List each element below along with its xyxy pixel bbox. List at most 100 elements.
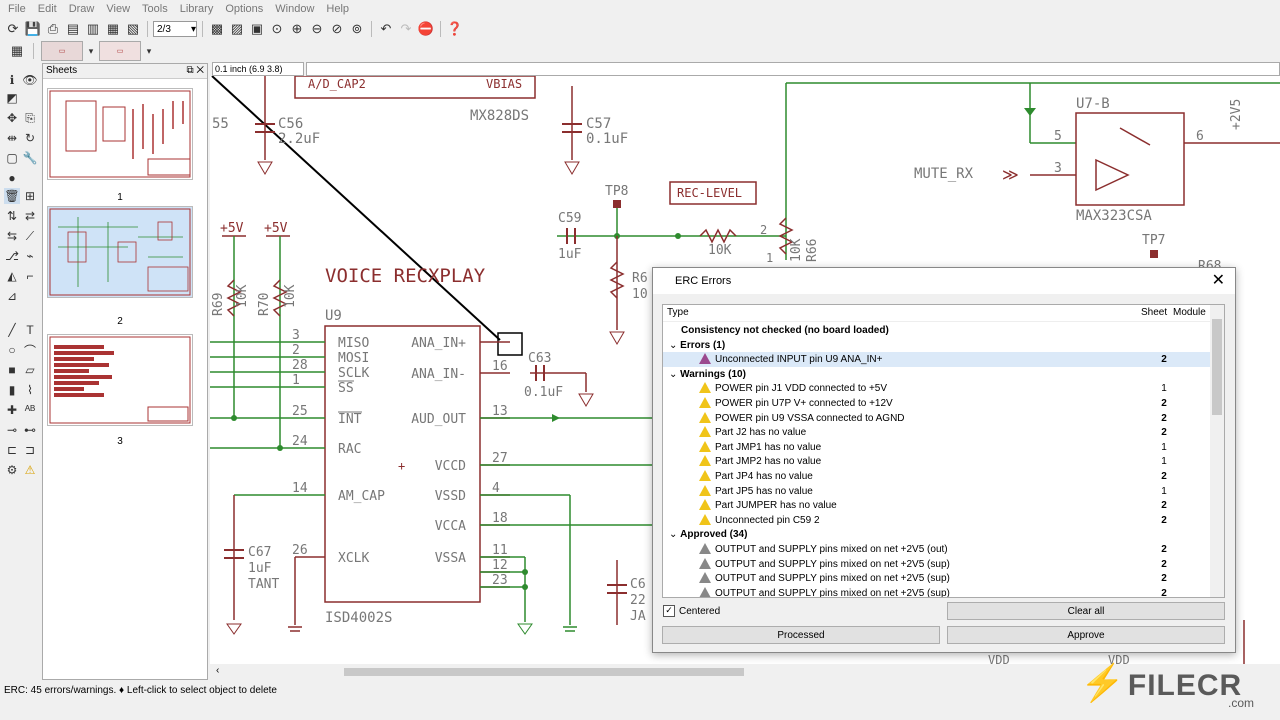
mirror-icon[interactable]: ⇹ — [4, 130, 20, 146]
label-icon[interactable]: ᴬᴮ — [22, 402, 38, 418]
erc-item-row[interactable]: Part JMP1 has no value1 — [663, 440, 1211, 455]
chevron-down-icon[interactable]: ⌄ — [669, 340, 680, 351]
paste-icon[interactable]: ● — [4, 170, 20, 186]
erc-item-row[interactable]: OUTPUT and SUPPLY pins mixed on net +2V5… — [663, 586, 1211, 598]
print-icon[interactable]: ⎙ — [44, 20, 62, 38]
page-select[interactable]: 2/3▾ — [153, 21, 197, 37]
erc-group-row[interactable]: ⌄ Errors (1) — [663, 338, 1211, 353]
grid-icon[interactable]: ▦ — [8, 42, 26, 60]
zoom-fit-icon[interactable]: ⊙ — [268, 20, 286, 38]
add-icon[interactable]: ⊞ — [22, 188, 38, 204]
sheet-thumb-3[interactable] — [47, 334, 193, 426]
erc-item-row[interactable]: OUTPUT and SUPPLY pins mixed on net +2V5… — [663, 557, 1211, 572]
redo-icon[interactable]: ↷ — [397, 20, 415, 38]
col-sheet[interactable]: Sheet — [1141, 305, 1167, 321]
erc-item-row[interactable]: POWER pin J1 VDD connected to +5V1 — [663, 381, 1211, 396]
erc-item-row[interactable]: Part J2 has no value2 — [663, 425, 1211, 440]
menu-edit[interactable]: Edit — [32, 3, 63, 15]
sheet-thumb-2[interactable] — [47, 206, 193, 298]
chevron-down-icon[interactable]: ▾ — [87, 42, 95, 60]
smash-icon[interactable]: ◭ — [4, 268, 20, 284]
menu-view[interactable]: View — [100, 3, 136, 15]
group-icon[interactable]: ▢ — [4, 150, 20, 166]
approve-button[interactable]: Approve — [947, 626, 1225, 644]
eye-icon[interactable]: 👁 — [22, 72, 38, 88]
miter-icon[interactable]: ⌐ — [22, 268, 38, 284]
polygon-icon[interactable]: ▱ — [22, 362, 38, 378]
menu-help[interactable]: Help — [320, 3, 355, 15]
clear-all-button[interactable]: Clear all — [947, 602, 1225, 620]
menu-options[interactable]: Options — [219, 3, 269, 15]
scroll-thumb[interactable] — [344, 668, 744, 676]
zoom-select-icon[interactable]: ⊘ — [328, 20, 346, 38]
erc-item-row[interactable]: Part JUMPER has no value2 — [663, 498, 1211, 513]
erc-item-row[interactable]: OUTPUT and SUPPLY pins mixed on net +2V5… — [663, 542, 1211, 557]
save-icon[interactable]: 💾 — [24, 20, 42, 38]
command-line-input[interactable] — [306, 62, 1280, 76]
vertical-scrollbar[interactable] — [1210, 305, 1224, 597]
name-icon[interactable]: ⎇ — [4, 248, 20, 264]
centered-checkbox[interactable]: ✓ Centered — [663, 605, 720, 617]
junction-icon[interactable]: ✚ — [4, 402, 20, 418]
copy-icon[interactable]: ⎘ — [22, 110, 38, 126]
scroll-thumb[interactable] — [1212, 319, 1222, 415]
modules-icon[interactable]: ⊐ — [22, 442, 38, 458]
spice-icon[interactable]: ▭ — [99, 41, 141, 61]
info-icon[interactable]: ℹ — [4, 72, 20, 88]
menu-window[interactable]: Window — [269, 3, 320, 15]
layer-icon[interactable]: ◩ — [4, 90, 20, 106]
erc-item-row[interactable]: Part JP5 has no value1 — [663, 484, 1211, 499]
erc-group-row[interactable]: ⌄ Approved (34) — [663, 527, 1211, 542]
split-icon[interactable]: ⟋ — [22, 228, 38, 244]
undo-icon[interactable]: ↶ — [377, 20, 395, 38]
zoom-out-icon[interactable]: ⊖ — [308, 20, 326, 38]
erc-item-row[interactable]: POWER pin U7P V+ connected to +12V2 — [663, 396, 1211, 411]
erc-item-row[interactable]: Unconnected INPUT pin U9 ANA_IN+2 — [663, 352, 1211, 367]
delete-icon[interactable]: 🗑 — [4, 188, 20, 204]
chevron-down-icon[interactable]: ⌄ — [669, 529, 680, 540]
library-icon[interactable]: ▩ — [208, 20, 226, 38]
menu-tools[interactable]: Tools — [136, 3, 174, 15]
replace-icon[interactable]: ⇄ — [22, 208, 38, 224]
optimize-icon[interactable]: ⊿ — [4, 288, 20, 304]
attribute-icon[interactable]: ⊸ — [4, 422, 20, 438]
run-icon[interactable]: ▣ — [248, 20, 266, 38]
erc-icon[interactable]: ⚙ — [4, 462, 20, 478]
sheet-thumb-1[interactable] — [47, 88, 193, 180]
design-link-icon[interactable]: ▭ — [41, 41, 83, 61]
zoom-in-icon[interactable]: ⊕ — [288, 20, 306, 38]
refresh-icon[interactable]: ⟳ — [4, 20, 22, 38]
change-icon[interactable]: 🔧 — [22, 150, 38, 166]
menu-library[interactable]: Library — [174, 3, 220, 15]
chevron-down-icon[interactable]: ▾ — [145, 42, 153, 60]
erc-item-row[interactable]: Unconnected pin C59 22 — [663, 513, 1211, 528]
zoom-redraw-icon[interactable]: ⊚ — [348, 20, 366, 38]
col-module[interactable]: Module — [1173, 305, 1206, 321]
erc-item-row[interactable]: OUTPUT and SUPPLY pins mixed on net +2V5… — [663, 571, 1211, 586]
board-icon[interactable]: ▧ — [124, 20, 142, 38]
pinswap-icon[interactable]: ⇅ — [4, 208, 20, 224]
help-icon[interactable]: ❓ — [446, 20, 464, 38]
line-icon[interactable]: ╱ — [4, 322, 20, 338]
arc-icon[interactable]: ⌒ — [22, 342, 38, 358]
scroll-left-icon[interactable]: ‹ — [216, 665, 219, 676]
checkmark-icon[interactable]: ✓ — [663, 605, 675, 617]
menu-draw[interactable]: Draw — [63, 3, 101, 15]
net-icon[interactable]: ⌇ — [22, 382, 38, 398]
layers-icon[interactable]: ▥ — [84, 20, 102, 38]
menu-file[interactable]: File — [2, 3, 32, 15]
sheet-icon[interactable]: ▦ — [104, 20, 122, 38]
panel-controls[interactable]: ⧉ ✕ — [186, 64, 204, 78]
erc-header-row[interactable]: Consistency not checked (no board loaded… — [663, 323, 1211, 338]
processed-button[interactable]: Processed — [662, 626, 940, 644]
col-type[interactable]: Type — [667, 305, 689, 321]
value-icon[interactable]: ⌁ — [22, 248, 38, 264]
stop-icon[interactable]: ⛔ — [417, 20, 435, 38]
rotate-icon[interactable]: ↻ — [22, 130, 38, 146]
erc-item-row[interactable]: Part JP4 has no value2 — [663, 469, 1211, 484]
erc-item-row[interactable]: POWER pin U9 VSSA connected to AGND2 — [663, 411, 1211, 426]
circle-icon[interactable]: ○ — [4, 342, 20, 358]
erc-group-row[interactable]: ⌄ Warnings (10) — [663, 367, 1211, 382]
warning-icon[interactable]: ⚠ — [22, 462, 38, 478]
close-icon[interactable]: ✕ — [1212, 268, 1225, 294]
